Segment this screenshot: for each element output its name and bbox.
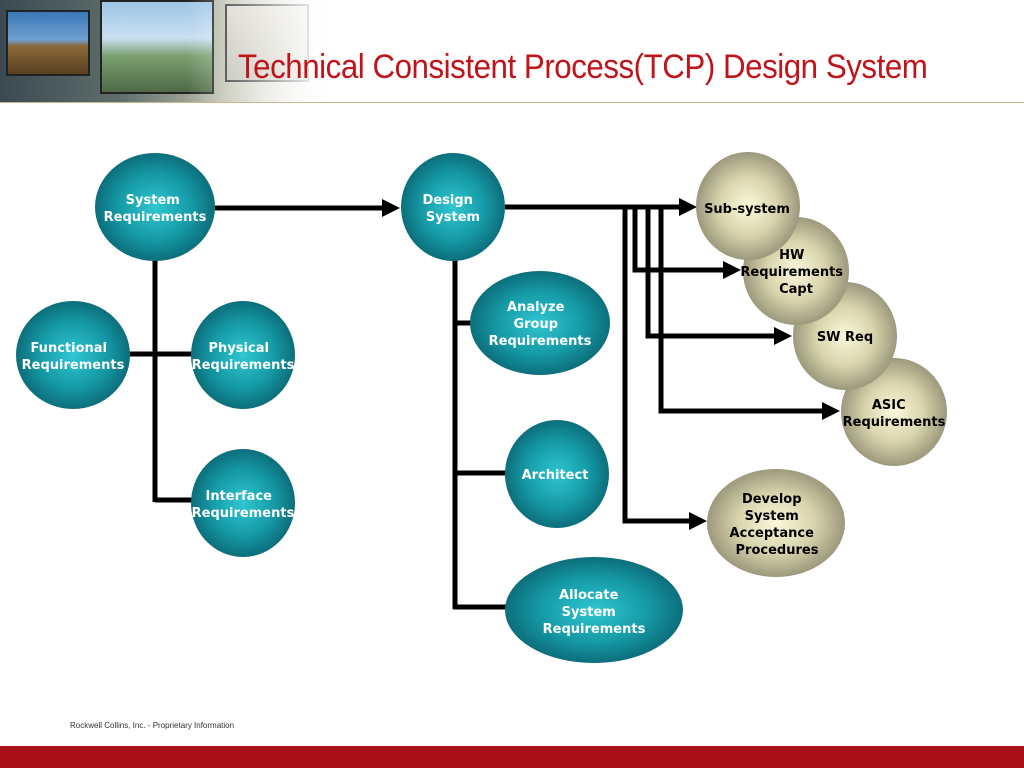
node-functional-requirements: Functional Requirements [16, 301, 130, 409]
node-label-line: System [562, 605, 616, 620]
node-label-line: HW [779, 248, 804, 263]
node-label-line: Functional [30, 341, 107, 356]
node-architect: Architect [505, 420, 609, 528]
node-develop-system-acceptance-procedures: Develop System Acceptance Procedures [707, 469, 845, 577]
node-label-line: Interface [205, 489, 272, 504]
arrowhead-subsystem [679, 198, 697, 216]
connector-to-develop [622, 207, 692, 524]
node-label-line: Physical [209, 341, 269, 356]
node-label-line: SW Req [817, 330, 873, 345]
node-label-line: Design [423, 193, 473, 208]
title-divider [0, 102, 1024, 103]
node-label-line: Requirements [192, 506, 295, 521]
node-label-line: Requirements [489, 334, 592, 349]
node-label-line: Requirements [843, 415, 946, 430]
node-label-line: System [426, 210, 480, 225]
connector-to-hw [632, 207, 726, 273]
svg-text:HW Requirements Ca: HW Requirements Capt [740, 248, 847, 297]
arrowhead-asic [822, 402, 840, 420]
node-asic-requirements: ASIC Requirements [841, 358, 947, 466]
arrowhead-develop [689, 512, 707, 530]
svg-text:Allocate System Re: Allocate System Requirements [543, 588, 646, 637]
node-label-line: Procedures [736, 543, 819, 558]
node-label-line: ASIC [872, 398, 906, 413]
connector-to-sw [645, 207, 777, 339]
node-design-system: Design System [401, 153, 505, 261]
node-system-requirements: System Requirements [95, 153, 215, 261]
svg-text:System Requirements: System Requirements [104, 193, 207, 225]
node-label-line: Capt [779, 282, 813, 297]
node-analyze-group-requirements: Analyze Group Requirements [470, 271, 610, 375]
node-label-line: System [745, 509, 799, 524]
arrowhead-sw [774, 327, 792, 345]
svg-text:Sub-system: Sub-system [704, 202, 790, 217]
page-title: Technical Consistent Process(TCP) Design… [238, 48, 928, 86]
banner-fade [0, 0, 340, 103]
node-label-line: Requirements [104, 210, 207, 225]
svg-text:Develop System Acc: Develop System Acceptance Procedures [730, 492, 819, 558]
node-interface-requirements: Interface Requirements [191, 449, 295, 557]
svg-text:Design System: Design System [423, 193, 481, 225]
svg-text:Interface Requirements: Interface Requirements [192, 489, 295, 521]
arrowhead-design [382, 199, 400, 217]
node-allocate-system-requirements: Allocate System Requirements [505, 557, 683, 663]
arrowhead-hw [723, 261, 741, 279]
header-cockpit-image [0, 0, 340, 103]
connector-lines [128, 204, 825, 610]
footer-bar [0, 746, 1024, 768]
node-label-line: Group [513, 317, 558, 332]
svg-text:Architect: Architect [522, 468, 589, 483]
svg-text:Analyze Group Requ: Analyze Group Requirements [489, 300, 592, 349]
connector-to-asic [658, 207, 825, 414]
svg-text:ASIC Requirements: ASIC Requirements [843, 398, 946, 430]
node-sub-system: Sub-system [696, 152, 800, 260]
svg-text:Physical Requirements: Physical Requirements [192, 341, 295, 373]
node-label-line: Analyze [507, 300, 565, 315]
node-label-line: Requirements [740, 265, 843, 280]
node-label-line: Requirements [543, 622, 646, 637]
node-label-line: Develop [742, 492, 802, 507]
node-label-line: Requirements [22, 358, 125, 373]
node-label-line: Allocate [559, 588, 619, 603]
node-label-line: System [126, 193, 180, 208]
svg-text:SW Req: SW Req [817, 330, 873, 345]
svg-text:Functional Requirements: Functional Requirements [22, 341, 125, 373]
node-label-line: Sub-system [704, 202, 790, 217]
node-label-line: Architect [522, 468, 589, 483]
node-label-line: Requirements [192, 358, 295, 373]
node-label-line: Acceptance [730, 526, 815, 541]
footer-proprietary-notice: Rockwell Collins, Inc. - Proprietary Inf… [70, 721, 235, 730]
node-physical-requirements: Physical Requirements [191, 301, 295, 409]
arrowheads [382, 198, 840, 530]
